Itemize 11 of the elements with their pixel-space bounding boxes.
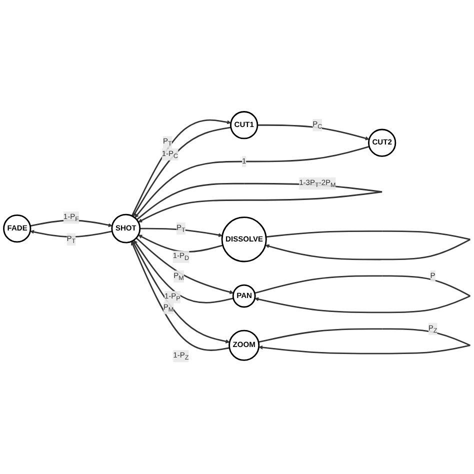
- arrow: [134, 240, 234, 304]
- arrow: [136, 237, 234, 294]
- arrow: [254, 275, 470, 314]
- arrow: [134, 146, 370, 218]
- arrow: [138, 234, 223, 252]
- arrow: [258, 328, 470, 354]
- arrow: [140, 228, 223, 238]
- arrow: [265, 230, 470, 260]
- arrow: [30, 220, 112, 228]
- arrow: [30, 230, 112, 238]
- arrow: [257, 124, 370, 140]
